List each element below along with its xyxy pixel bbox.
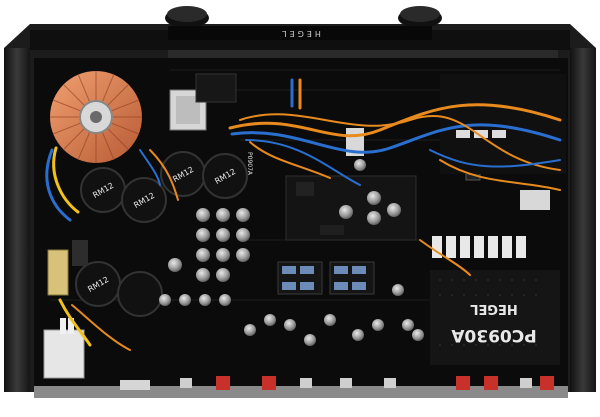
rear-connectors: [34, 376, 568, 398]
board-silk-label: P0907A: [246, 152, 253, 176]
board-brand: HEGEL: [470, 301, 518, 316]
filter-capacitor: [202, 153, 248, 199]
board-model: PC0930A: [450, 325, 536, 345]
wiring: [45, 78, 562, 351]
filter-capacitor: [121, 177, 167, 223]
daughterboard: [285, 175, 417, 241]
filter-capacitor: [117, 271, 163, 317]
power-supply: RM12 RM12 RM12 RM12 RM12: [43, 71, 248, 379]
small-capacitors: [159, 208, 424, 346]
front-panel-logo: HEGEL: [279, 29, 321, 38]
ic-blocks: [277, 159, 526, 295]
